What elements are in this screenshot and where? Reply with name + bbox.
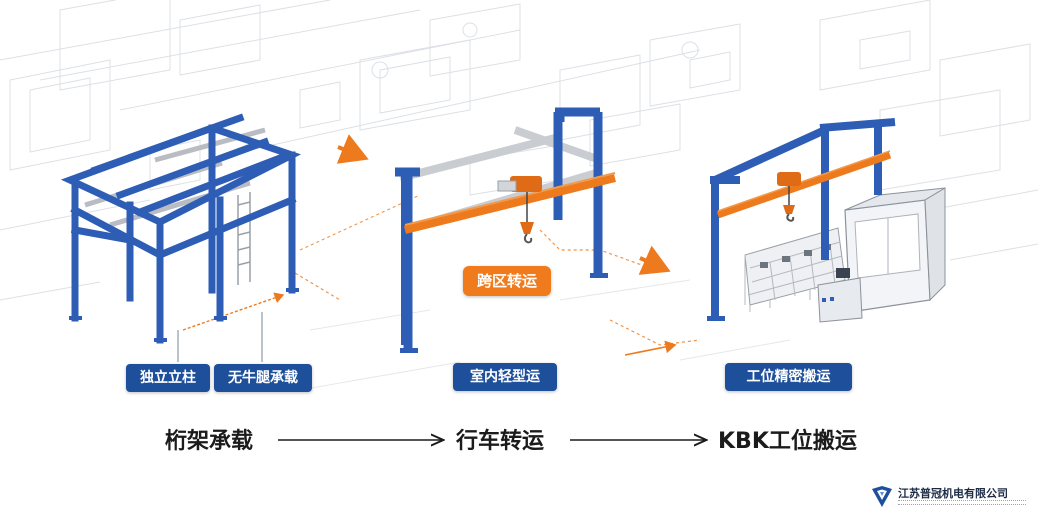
direction-arrows [182, 134, 677, 356]
company-name: 江苏普冠机电有限公司 [898, 487, 1008, 500]
flow-step-crane: 行车转运 [456, 429, 545, 454]
flow-step-kbk: KBK工位搬运 [718, 429, 857, 454]
floor-flow-lines [289, 194, 701, 346]
kbk-workstation-crane-icon [707, 118, 946, 323]
company-logo-mark-icon [872, 486, 892, 507]
arrow-icon [182, 292, 285, 331]
arrow-icon [624, 340, 677, 356]
highlight-cross-area-transfer: 跨区转运 [463, 266, 551, 296]
arrow-icon [638, 245, 671, 275]
badge-independent-column: 独立立柱 [126, 364, 210, 392]
arrow-icon [336, 134, 369, 164]
badge-indoor-light-transport: 室内轻型运 [453, 363, 557, 391]
flow-step-truss: 桁架承载 [165, 429, 254, 454]
company-logo: 江苏普冠机电有限公司 [870, 483, 1030, 515]
company-tagline-decoration [898, 500, 1026, 505]
overhead-travelling-crane-icon [395, 107, 616, 353]
badge-workstation-precise-handling: 工位精密搬运 [725, 363, 852, 391]
badge-no-corbel-bearing: 无牛腿承载 [214, 364, 312, 392]
gantry-truss-frame-icon [60, 113, 302, 344]
